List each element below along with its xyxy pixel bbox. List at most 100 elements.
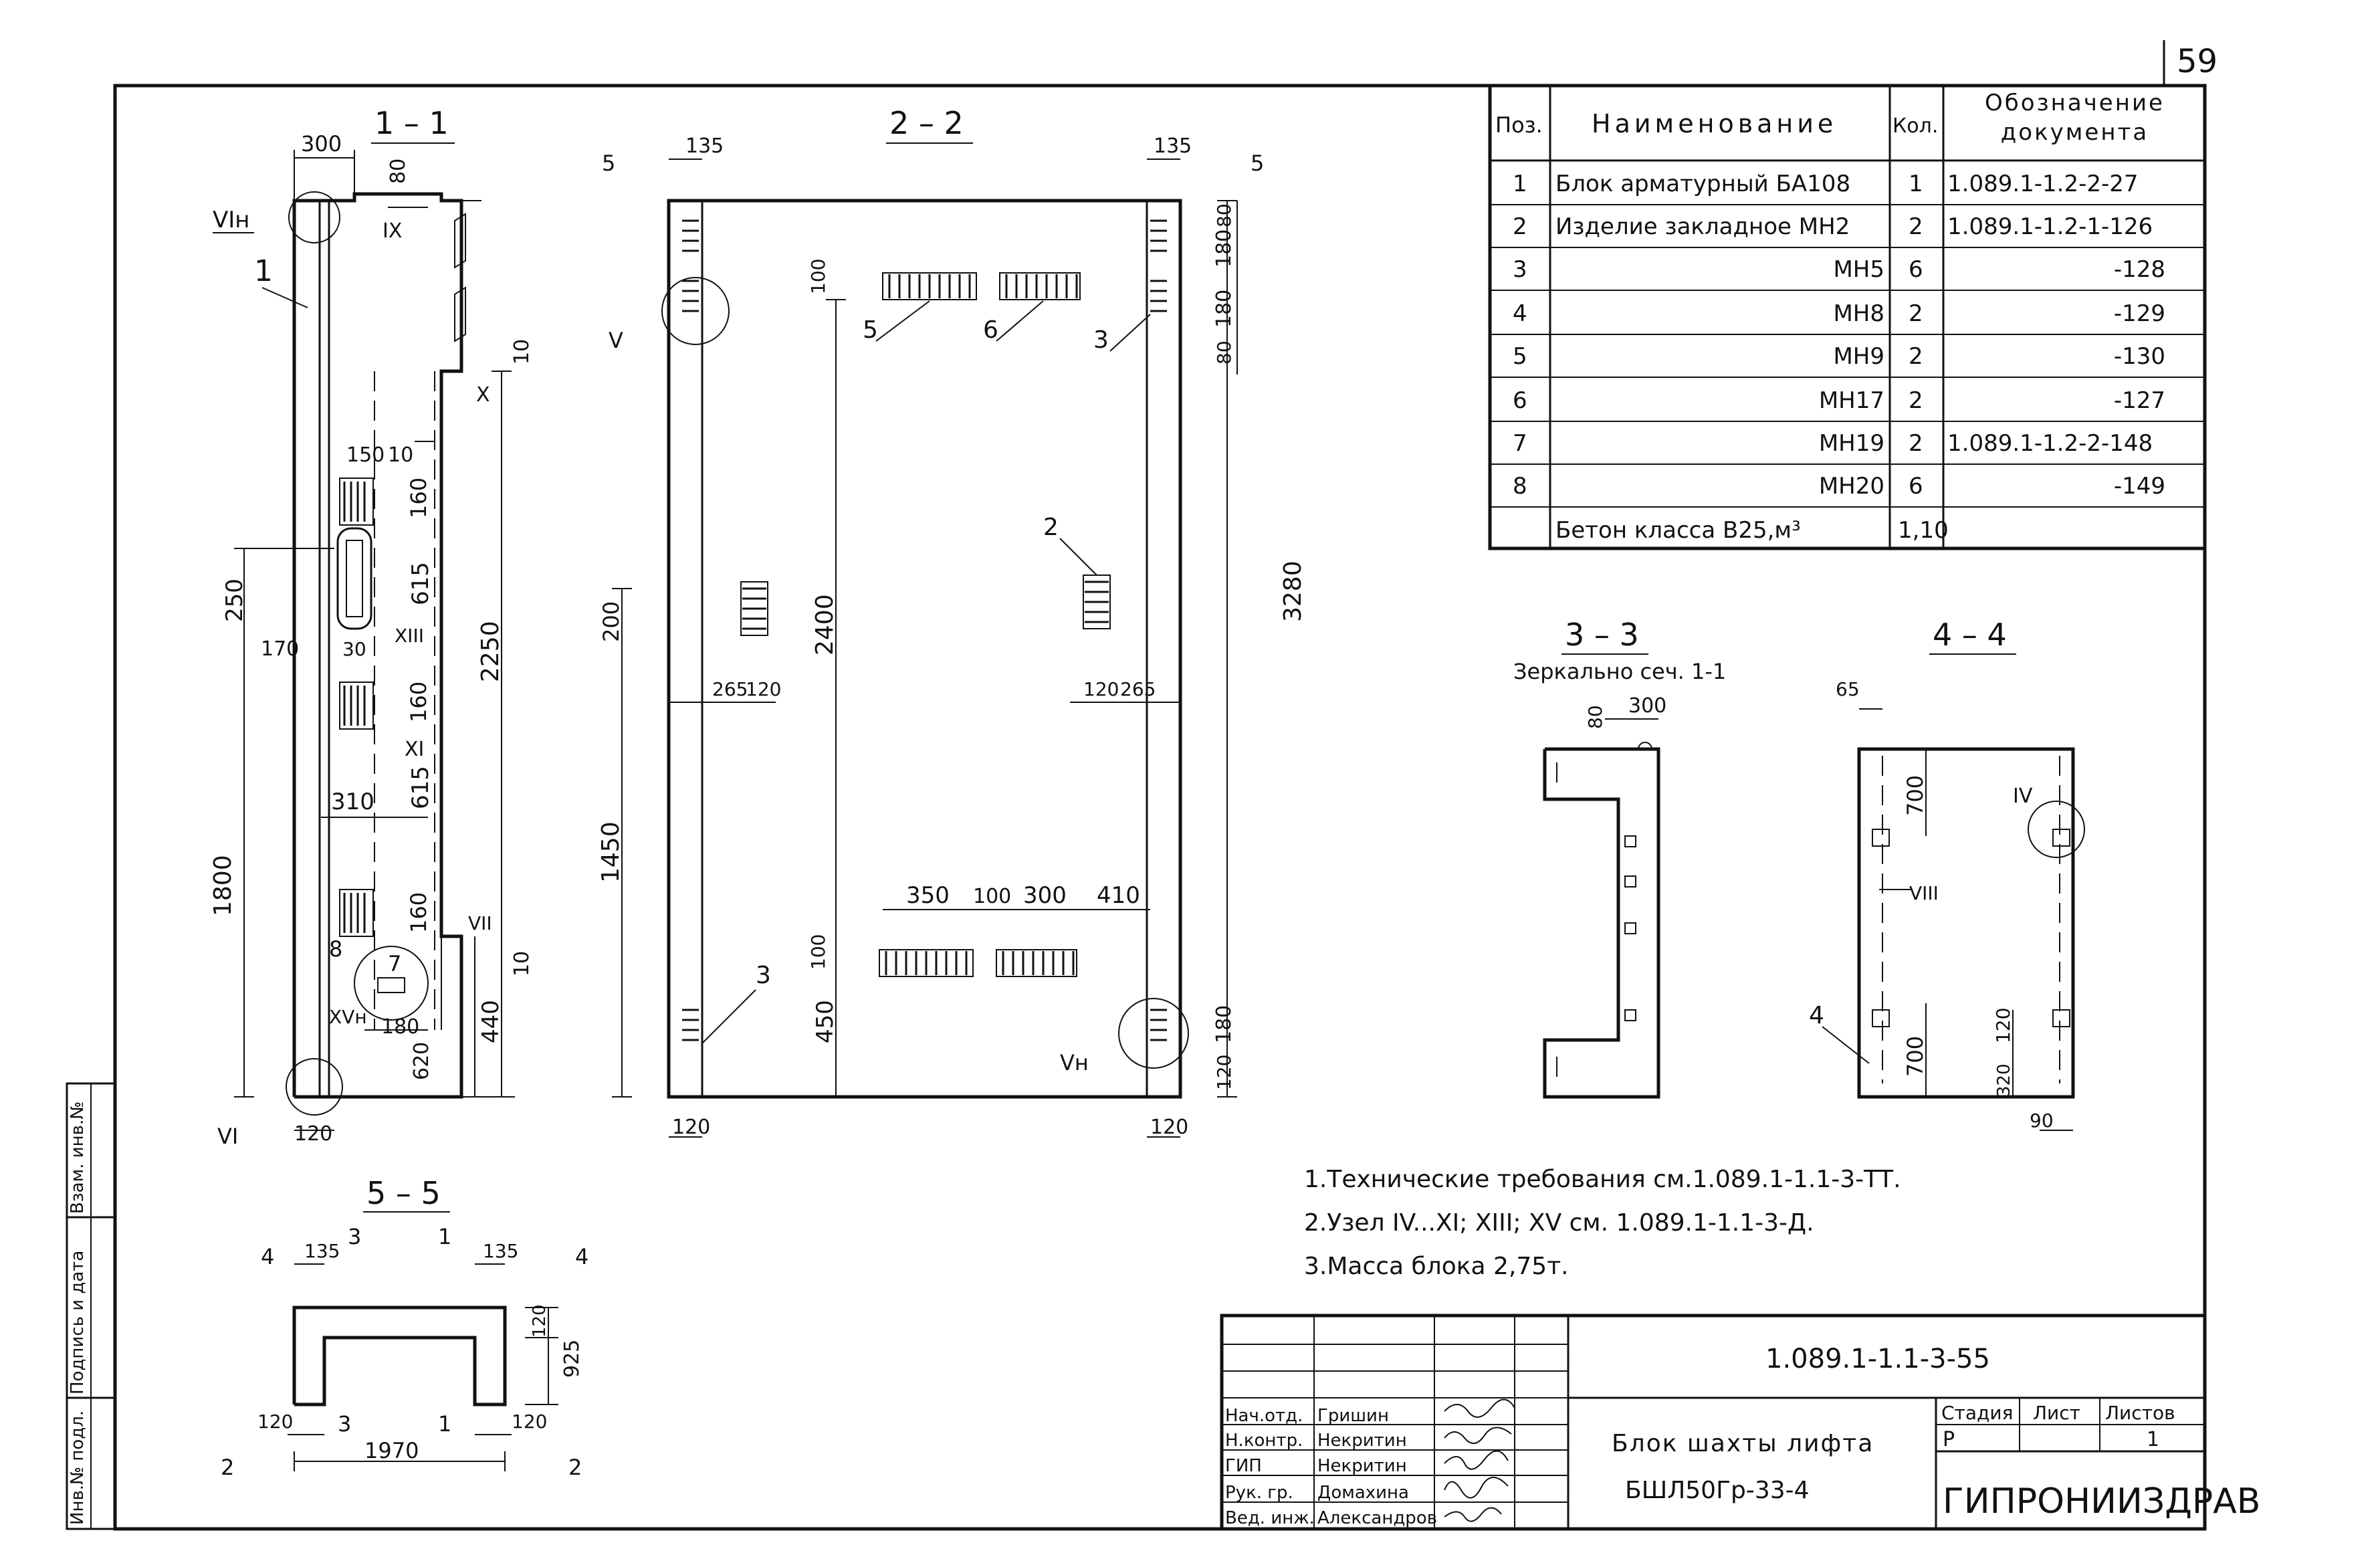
- section-1-1: 1 – 1: [209, 105, 534, 1149]
- section-2-2-title: 2 – 2: [889, 105, 964, 141]
- dim-350-s22: 350: [906, 882, 950, 909]
- dim-700a-s44: 700: [1903, 775, 1928, 816]
- callout-X: X: [476, 383, 490, 407]
- row1-pos: 1: [1513, 171, 1527, 197]
- dim-80b-s22: 80: [1213, 340, 1235, 365]
- sig-role-4: Рук. гр.: [1225, 1483, 1293, 1503]
- row3-name: МН5: [1833, 256, 1884, 283]
- callout-VII: VII: [468, 912, 492, 934]
- dim-925-s55: 925: [560, 1340, 584, 1378]
- row2-qty: 2: [1909, 213, 1923, 240]
- stamp-inv-label: Инв.№ подл.: [68, 1411, 88, 1525]
- dim-80a-s22: 80: [1213, 203, 1235, 227]
- callout-IV: IV: [2013, 785, 2033, 808]
- sheet-border: [113, 84, 2207, 1531]
- cut-4-left: 4: [261, 1244, 274, 1269]
- sig-role-5: Вед. инж.: [1225, 1508, 1315, 1528]
- dim-90-s44: 90: [2030, 1110, 2054, 1132]
- dim-160b-s11: 160: [406, 682, 431, 722]
- dim-615a-s11: 615: [407, 562, 434, 605]
- sig-name-2: Некритин: [1317, 1431, 1407, 1451]
- dim-100a-s22: 100: [807, 259, 829, 294]
- sig-role-3: ГИП: [1225, 1456, 1262, 1476]
- row8-pos: 8: [1513, 473, 1527, 500]
- dim-120c-s22: 120: [1213, 1055, 1235, 1090]
- dim-80-s11: 80: [387, 159, 410, 184]
- cut-3-top: 3: [348, 1224, 361, 1249]
- cut-1-top: 1: [438, 1224, 451, 1249]
- callout-XVn: XVн: [329, 1006, 367, 1028]
- dim-2250-s11: 2250: [477, 621, 504, 682]
- sheets-label: Листов: [2105, 1402, 2175, 1424]
- cut-3-bottom: 3: [338, 1411, 351, 1437]
- section-1-1-title: 1 – 1: [374, 105, 449, 141]
- th-qty: Кол.: [1892, 114, 1938, 138]
- row2-name: Изделие закладное МН2: [1555, 213, 1850, 240]
- th-doc: Обозначение документа: [1985, 90, 2165, 146]
- dim-200-s22: 200: [599, 601, 624, 642]
- dim-10-s11: 10: [388, 443, 413, 467]
- dim-160c-s11: 160: [406, 892, 431, 933]
- row5-qty: 2: [1909, 343, 1923, 370]
- dim-135b-s22: 135: [1154, 134, 1192, 158]
- title-block: 1.089.1-1.1-3-55 Блок шахты лифта БШЛ50Г…: [1220, 1314, 2260, 1531]
- callout-IX: IX: [383, 219, 402, 243]
- dim-10c-s11: 10: [510, 339, 534, 365]
- callout-V: V: [609, 328, 623, 353]
- dim-1800-s11: 1800: [209, 855, 237, 916]
- note-3: 3.Масса блока 2,75т.: [1304, 1253, 1569, 1280]
- row9-name: Бетон класса В25,м³: [1555, 517, 1801, 544]
- row2-doc: 1.089.1-1.2-1-126: [1947, 213, 2153, 240]
- dim-10b-s11: 10: [510, 951, 534, 976]
- note-1: 1.Технические требования см.1.089.1-1.1-…: [1304, 1166, 1901, 1193]
- section-3-3-subtitle: Зеркально сеч. 1-1: [1513, 659, 1726, 684]
- dim-135a-s22: 135: [685, 134, 724, 158]
- dim-3280-s22: 3280: [1279, 560, 1307, 622]
- callout-XIII: XIII: [395, 625, 424, 647]
- callout-Vn: Vн: [1060, 1050, 1089, 1075]
- row5-pos: 5: [1513, 343, 1527, 370]
- sig-name-5: Александров: [1317, 1508, 1437, 1528]
- dim-120b-s55: 120: [257, 1411, 293, 1433]
- callout-VIn: VIн: [213, 207, 250, 233]
- dim-100b-s22: 100: [973, 885, 1011, 908]
- cut-5-left: 5: [602, 150, 615, 176]
- cut-5-right: 5: [1251, 150, 1264, 176]
- row7-doc: 1.089.1-1.2-2-148: [1947, 430, 2153, 457]
- dim-120b-s22: 120: [1083, 678, 1119, 700]
- callout-8: 8: [329, 936, 342, 962]
- callout-VIII: VIII: [1909, 882, 1939, 904]
- dim-615b-s11: 615: [407, 766, 434, 809]
- dim-2400-s22: 2400: [811, 594, 839, 655]
- row5-doc: -130: [2114, 343, 2165, 370]
- dim-300-s33: 300: [1628, 694, 1666, 718]
- section-2-2: 2 – 2: [597, 105, 1307, 1139]
- dim-30-s11: 30: [342, 638, 366, 660]
- row4-pos: 4: [1513, 300, 1527, 327]
- callout-4: 4: [1809, 1002, 1824, 1029]
- dim-120c-s55: 120: [512, 1411, 547, 1433]
- dim-170-s11: 170: [261, 637, 299, 661]
- section-3-3-title: 3 – 3: [1565, 617, 1639, 653]
- stage-value: Р: [1943, 1428, 1955, 1451]
- row7-pos: 7: [1513, 430, 1527, 457]
- dim-120a-s22: 120: [746, 678, 781, 700]
- section-5-5-title: 5 – 5: [366, 1175, 441, 1211]
- side-stamp: Инв.№ подл. Подпись и дата Взам. инв.№: [66, 1082, 116, 1530]
- cut-2-left: 2: [221, 1455, 234, 1480]
- dim-180b-s22: 180: [1212, 290, 1236, 328]
- row3-doc: -128: [2114, 256, 2165, 283]
- dim-180c-s22: 180: [1212, 1005, 1236, 1043]
- cut-2-right: 2: [568, 1455, 582, 1480]
- sig-name-4: Домахина: [1317, 1483, 1409, 1503]
- notes: 1.Технические требования см.1.089.1-1.1-…: [1304, 1166, 1901, 1280]
- dim-120d-s22: 120: [672, 1116, 710, 1139]
- row4-name: МН8: [1833, 300, 1884, 327]
- row2-pos: 2: [1513, 213, 1527, 240]
- sig-name-3: Некритин: [1317, 1456, 1407, 1476]
- dim-265b-s22: 265: [1120, 678, 1156, 700]
- section-4-4: 4 – 4 65 700 700 120 320 90 IV VIII 4: [1809, 617, 2085, 1132]
- sig-role-1: Нач.отд.: [1225, 1406, 1303, 1426]
- title-line2: БШЛ50Гр-33-4: [1625, 1477, 1810, 1504]
- callout-7: 7: [388, 951, 401, 976]
